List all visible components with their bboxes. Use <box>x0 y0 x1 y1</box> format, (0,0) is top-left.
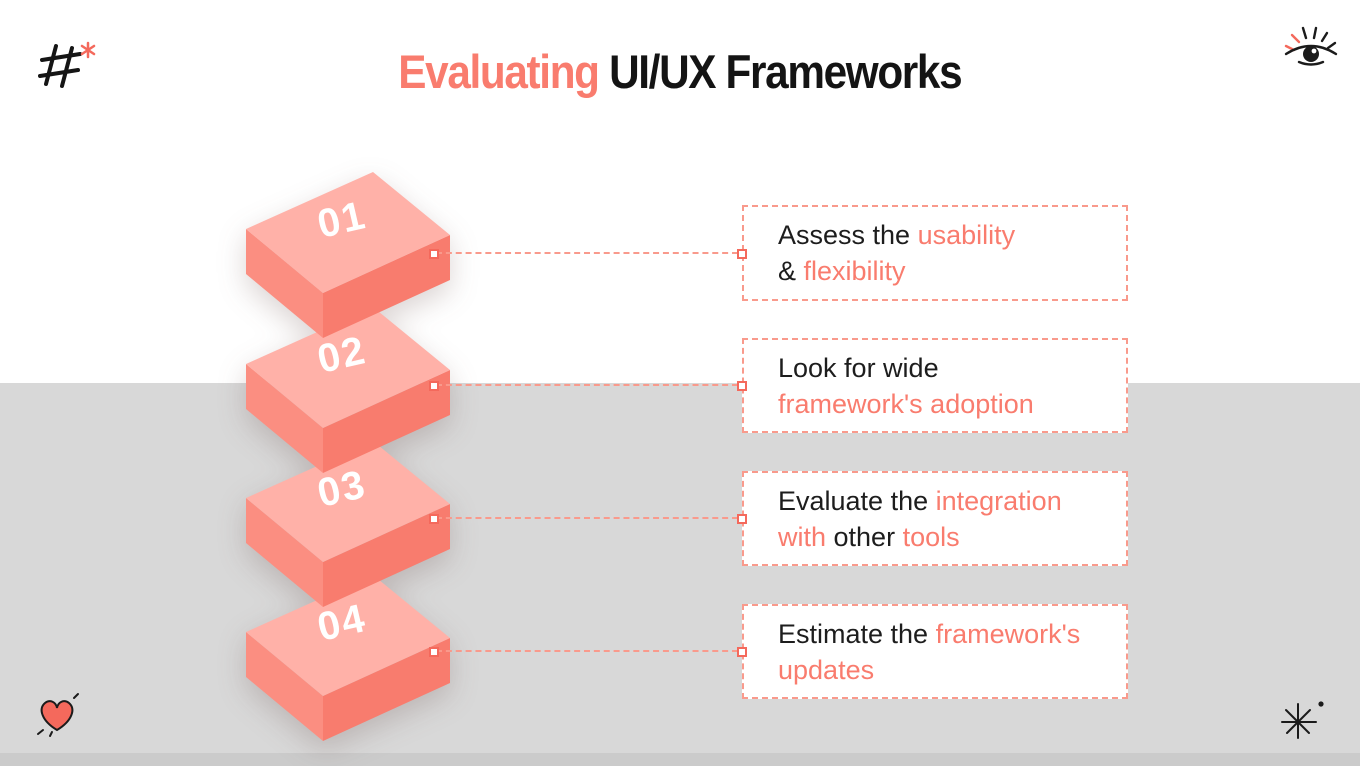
connector-3 <box>429 514 747 524</box>
box-front-right-face <box>323 504 450 607</box>
card-line: framework's adoption <box>778 386 1126 422</box>
heart-doodle-icon <box>37 693 79 737</box>
card-line: Look for wide <box>778 350 1126 386</box>
dashed-line <box>436 384 738 386</box>
box-front-left-face <box>246 229 323 338</box>
text-segment: framework's <box>935 618 1081 649</box>
card-line: Evaluate the integration <box>778 483 1126 519</box>
footer-strip <box>0 753 1360 766</box>
connector-endpoint-square <box>429 381 439 391</box>
text-segment: Evaluate the <box>778 485 936 516</box>
text-segment: integration <box>935 485 1062 516</box>
text-segment: with <box>778 521 827 552</box>
step-box-2: 02 <box>246 307 450 473</box>
step-card-1: Assess the usability & flexibility <box>742 205 1128 301</box>
text-segment: & <box>778 256 804 286</box>
connector-1 <box>429 249 747 259</box>
box-top-face <box>246 307 450 428</box>
text-segment: Estimate the <box>778 618 936 649</box>
step-card-4: Estimate the framework's updates <box>742 604 1128 699</box>
text-segment: framework's adoption <box>778 388 1034 419</box>
eye-doodle-icon <box>1284 26 1338 66</box>
step-box-3: 03 <box>246 441 450 607</box>
card-line: & flexibility <box>778 253 1126 289</box>
text-segment: other <box>826 521 903 552</box>
step-box-4: 04 <box>246 575 450 741</box>
page-title: Evaluating UI/UX Frameworks <box>398 44 963 99</box>
box-front-left-face <box>246 498 323 607</box>
step-box-1: 01 <box>246 172 450 338</box>
box-front-right-face <box>323 370 450 473</box>
card-line: Estimate the framework's <box>778 616 1126 652</box>
card-line: with other tools <box>778 519 1126 555</box>
title-accent: Evaluating <box>398 45 600 98</box>
connector-endpoint-square <box>429 647 439 657</box>
connector-2 <box>429 381 747 391</box>
text-segment: tools <box>902 521 960 552</box>
title-rest: UI/UX Frameworks <box>598 45 963 98</box>
box-top-face <box>246 575 450 696</box>
connector-endpoint-square <box>429 249 439 259</box>
asterisk-doodle-icon <box>38 41 96 88</box>
connector-endpoint-square <box>737 647 747 657</box>
text-segment: Assess the <box>778 220 918 250</box>
connector-endpoint-square <box>737 381 747 391</box>
box-front-left-face <box>246 632 323 741</box>
dashed-line <box>436 650 738 652</box>
text-segment: usability <box>917 220 1016 250</box>
step-number: 01 <box>313 193 370 247</box>
connector-endpoint-square <box>737 249 747 259</box>
text-segment: updates <box>778 654 875 685</box>
connector-endpoint-square <box>737 514 747 524</box>
dashed-line <box>436 252 738 254</box>
step-card-2: Look for wide framework's adoption <box>742 338 1128 433</box>
connector-4 <box>429 647 747 657</box>
boxes-stack: 04 03 02 01 <box>246 172 450 741</box>
sparkle-doodle-icon <box>1281 701 1324 739</box>
card-line: Assess the usability <box>778 217 1126 253</box>
dashed-line <box>436 517 738 519</box>
box-top-face <box>246 172 450 293</box>
connector-endpoint-square <box>429 514 439 524</box>
text-segment: Look for wide <box>778 352 939 383</box>
step-card-3: Evaluate the integration with other tool… <box>742 471 1128 566</box>
box-front-right-face <box>323 638 450 741</box>
box-front-left-face <box>246 364 323 473</box>
text-segment: flexibility <box>803 256 906 286</box>
box-front-right-face <box>323 235 450 338</box>
box-top-face <box>246 441 450 562</box>
title-wrap: Evaluating UI/UX Frameworks <box>0 44 1360 99</box>
gray-band <box>0 383 1360 766</box>
card-line: updates <box>778 652 1126 688</box>
